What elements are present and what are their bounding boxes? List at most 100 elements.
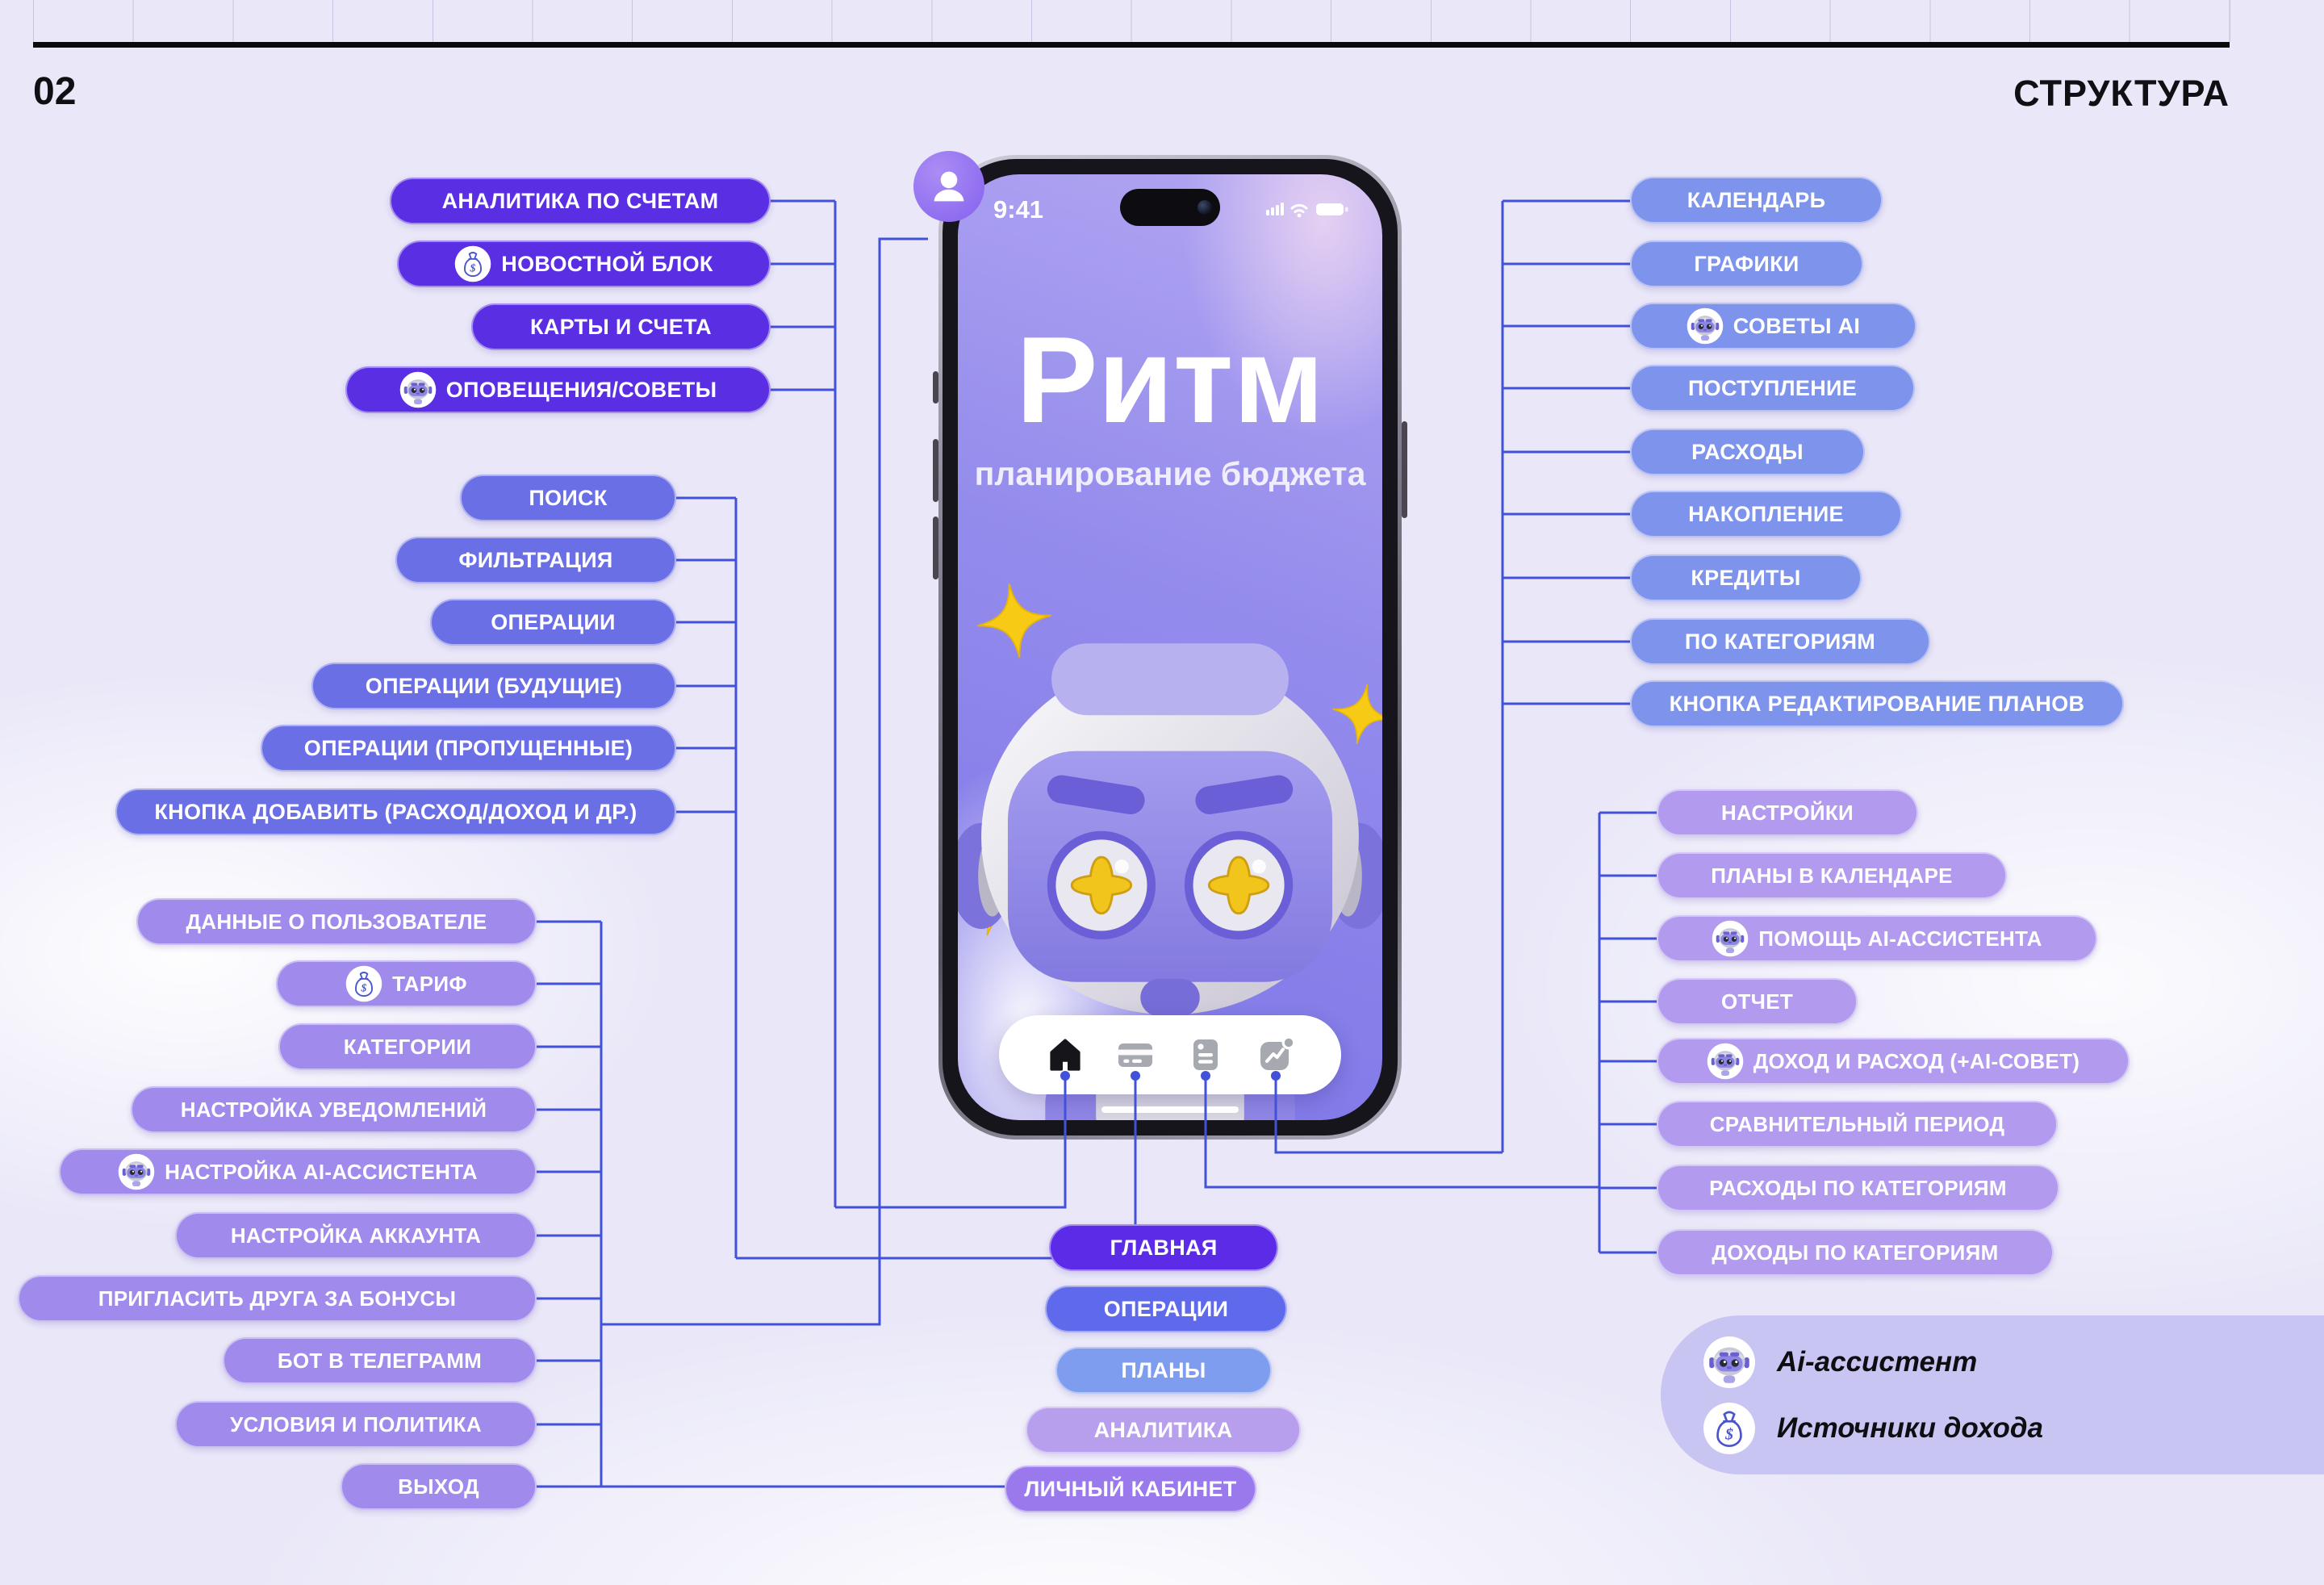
nav-label-home[interactable]: ГЛАВНАЯ (1049, 1224, 1278, 1271)
page-number: 02 (33, 70, 77, 113)
node-label: ТАРИФ (392, 971, 467, 996)
node-user-data[interactable]: ДАННЫЕ О ПОЛЬЗОВАТЕЛЕ (136, 898, 537, 945)
node-income-expense-ai[interactable]: ДОХОД И РАСХОД (+AI-СОВЕТ) (1657, 1038, 2130, 1085)
ai-robot-icon (1712, 920, 1749, 957)
robot-illustration (958, 643, 1382, 1120)
node-ai-assistant-help[interactable]: ПОМОЩЬ AI-АССИСТЕНТА (1657, 915, 2097, 962)
node-alerts-tips[interactable]: ОПОВЕЩЕНИЯ/СОВЕТЫ (345, 366, 771, 413)
node-terms-policy[interactable]: УСЛОВИЯ И ПОЛИТИКА (175, 1401, 537, 1448)
node-label: ОПЕРАЦИИ (491, 609, 616, 634)
node-cards-accounts[interactable]: КАРТЫ И СЧЕТА (471, 303, 771, 350)
node-label: КАЛЕНДАРЬ (1687, 187, 1826, 212)
node-invite-friend[interactable]: ПРИГЛАСИТЬ ДРУГА ЗА БОНУСЫ (18, 1275, 537, 1322)
node-operations[interactable]: ОПЕРАЦИИ (430, 599, 676, 646)
node-label: ПЛАНЫ В КАЛЕНДАРЕ (1711, 863, 1953, 888)
legend-item: Ai-ассистент (1703, 1336, 2324, 1389)
money-bag-icon (1703, 1402, 1756, 1455)
node-edit-plans-button[interactable]: КНОПКА РЕДАКТИРОВАНИЕ ПЛАНОВ (1630, 680, 2124, 727)
node-ai-tips[interactable]: СОВЕТЫ AI (1630, 303, 1916, 349)
node-label: ПЛАНЫ (1121, 1357, 1206, 1382)
node-account-settings[interactable]: НАСТРОЙКА АККАУНТА (175, 1212, 537, 1259)
wifi-icon (1290, 203, 1308, 218)
node-label: АНАЛИТИКА (1093, 1417, 1233, 1442)
dynamic-island (1120, 189, 1220, 226)
node-plans-in-calendar[interactable]: ПЛАНЫ В КАЛЕНДАРЕ (1657, 852, 2007, 899)
ai-robot-icon (1687, 307, 1724, 345)
node-label: РАСХОДЫ ПО КАТЕГОРИЯМ (1709, 1175, 2007, 1200)
home-indicator-bar (1101, 1106, 1239, 1113)
node-categories[interactable]: КАТЕГОРИИ (278, 1023, 537, 1070)
node-savings[interactable]: НАКОПЛЕНИЕ (1630, 491, 1902, 537)
nav-label-plans[interactable]: ПЛАНЫ (1055, 1347, 1272, 1394)
node-income[interactable]: ПОСТУПЛЕНИЕ (1630, 365, 1915, 412)
node-incomes-by-categories[interactable]: ДОХОДЫ ПО КАТЕГОРИЯМ (1657, 1229, 2054, 1276)
node-label: НАСТРОЙКА УВЕДОМЛЕНИЙ (180, 1097, 487, 1122)
ai-robot-icon (1703, 1336, 1756, 1389)
node-label: ПОИСК (529, 485, 608, 510)
page-title: СТРУКТУРА (2013, 73, 2230, 114)
node-label: ПОМОЩЬ AI-АССИСТЕНТА (1758, 926, 2042, 951)
legend-label: Ai-ассистент (1777, 1345, 1978, 1378)
node-label: ПОСТУПЛЕНИЕ (1687, 375, 1858, 400)
node-label: КАРТЫ И СЧЕТА (530, 314, 712, 339)
node-label: ДОХОД И РАСХОД (+AI-СОВЕТ) (1753, 1048, 2080, 1073)
nav-label-profile[interactable]: ЛИЧНЫЙ КАБИНЕТ (1005, 1466, 1256, 1512)
nav-label-analytics[interactable]: АНАЛИТИКА (1026, 1407, 1301, 1453)
node-settings[interactable]: НАСТРОЙКИ (1657, 789, 1918, 836)
node-calendar[interactable]: КАЛЕНДАРЬ (1630, 177, 1883, 224)
node-label: ВЫХОД (398, 1474, 479, 1499)
node-label: КАТЕГОРИИ (343, 1034, 472, 1059)
person-icon (928, 165, 970, 207)
node-charts[interactable]: ГРАФИКИ (1630, 240, 1863, 287)
node-logout[interactable]: ВЫХОД (341, 1463, 537, 1510)
node-notification-settings[interactable]: НАСТРОЙКА УВЕДОМЛЕНИЙ (131, 1086, 537, 1133)
node-account-analytics[interactable]: АНАЛИТИКА ПО СЧЕТАМ (390, 178, 771, 224)
node-missed-operations[interactable]: ОПЕРАЦИИ (ПРОПУЩЕННЫЕ) (261, 725, 676, 772)
money-bag-icon (454, 245, 491, 282)
power-button (1402, 421, 1407, 518)
node-news-block[interactable]: НОВОСТНОЙ БЛОК (397, 240, 771, 287)
money-bag-icon (345, 965, 382, 1002)
node-add-button[interactable]: КНОПКА ДОБАВИТЬ (РАСХОД/ДОХОД И ДР.) (115, 788, 676, 835)
node-future-operations[interactable]: ОПЕРАЦИИ (БУДУЩИЕ) (311, 663, 676, 709)
node-label: БОТ В ТЕЛЕГРАММ (277, 1348, 483, 1373)
node-search[interactable]: ПОИСК (460, 475, 676, 521)
profile-avatar[interactable] (913, 151, 984, 222)
status-time: 9:41 (993, 195, 1044, 224)
node-telegram-bot[interactable]: БОТ В ТЕЛЕГРАММ (223, 1337, 537, 1384)
node-filtering[interactable]: ФИЛЬТРАЦИЯ (395, 537, 676, 583)
node-by-categories[interactable]: ПО КАТЕГОРИЯМ (1630, 618, 1930, 665)
phone-mockup: 9:41 Ритм планирование бюджета (933, 155, 1407, 1140)
node-report[interactable]: ОТЧЕТ (1657, 978, 1858, 1025)
app-subtitle: планирование бюджета (974, 455, 1366, 492)
camera-icon (1198, 200, 1212, 215)
node-label: СОВЕТЫ AI (1733, 313, 1861, 338)
node-label: РАСХОДЫ (1691, 439, 1804, 464)
node-credits[interactable]: КРЕДИТЫ (1630, 554, 1862, 601)
ruler-bar (33, 42, 2230, 48)
app-title: Ритм (1016, 312, 1324, 449)
volume-up-button (933, 439, 938, 502)
node-label: ГРАФИКИ (1694, 251, 1799, 276)
ai-robot-icon (1707, 1043, 1744, 1080)
legend-item: Источники дохода (1703, 1402, 2324, 1455)
node-label: НАСТРОЙКА АККАУНТА (230, 1223, 482, 1248)
node-expenses-by-categories[interactable]: РАСХОДЫ ПО КАТЕГОРИЯМ (1657, 1165, 2059, 1211)
node-comparative-period[interactable]: СРАВНИТЕЛЬНЫЙ ПЕРИОД (1657, 1101, 2058, 1148)
node-label: НАСТРОЙКИ (1720, 800, 1854, 825)
node-ai-assistant-settings[interactable]: НАСТРОЙКА AI-АССИСТЕНТА (59, 1148, 537, 1195)
node-expenses[interactable]: РАСХОДЫ (1630, 429, 1865, 475)
node-label: ПРИГЛАСИТЬ ДРУГА ЗА БОНУСЫ (98, 1286, 457, 1311)
signal-icon (1266, 203, 1284, 215)
phone-bezel: 9:41 Ритм планирование бюджета (943, 159, 1398, 1135)
node-label: КНОПКА ДОБАВИТЬ (РАСХОД/ДОХОД И ДР.) (154, 799, 637, 824)
node-label: НАСТРОЙКА AI-АССИСТЕНТА (165, 1159, 478, 1184)
ruler-ticks (33, 0, 2230, 42)
node-tariff[interactable]: ТАРИФ (276, 960, 537, 1007)
volume-down-button (933, 516, 938, 579)
node-label: КРЕДИТЫ (1691, 565, 1801, 590)
nav-label-operations[interactable]: ОПЕРАЦИИ (1045, 1286, 1287, 1332)
node-label: ОТЧЕТ (1720, 989, 1794, 1014)
node-label: ГЛАВНАЯ (1110, 1235, 1218, 1260)
